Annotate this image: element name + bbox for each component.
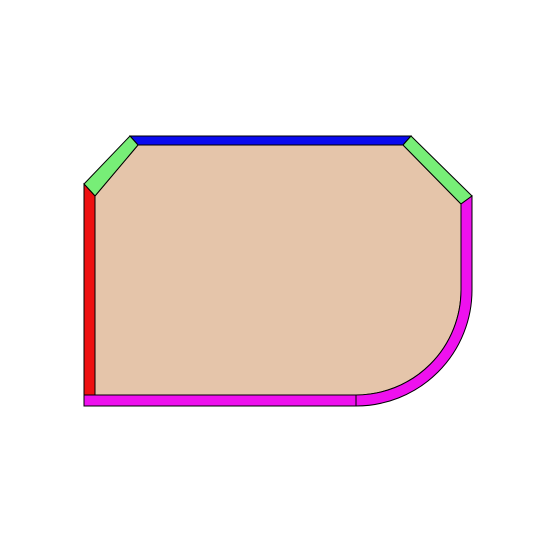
edge-band-left [83, 182, 96, 396]
edge-band-bottom [83, 394, 357, 407]
edge-band-top [128, 135, 413, 146]
panel-face [94, 144, 462, 396]
